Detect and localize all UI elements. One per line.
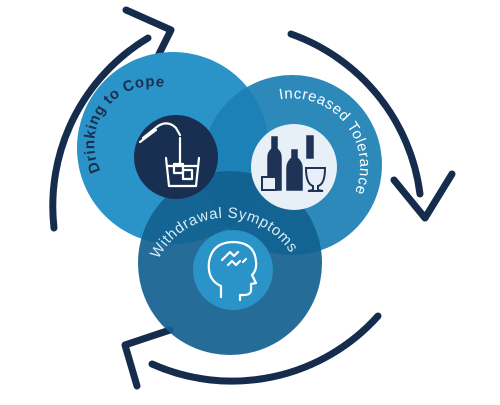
- arrow-right-head: [390, 170, 456, 222]
- cycle-arrows: [49, 6, 456, 390]
- arrow-bottom-arc: [148, 312, 382, 385]
- head-stress-icon: [207, 240, 258, 302]
- arrow-right-arc: [287, 30, 424, 198]
- pouring-drink-icon: [138, 122, 201, 188]
- arrow-bottom-head: [121, 326, 174, 390]
- bottles-icon: [261, 135, 327, 192]
- arrow-top-left-arc: [49, 34, 152, 232]
